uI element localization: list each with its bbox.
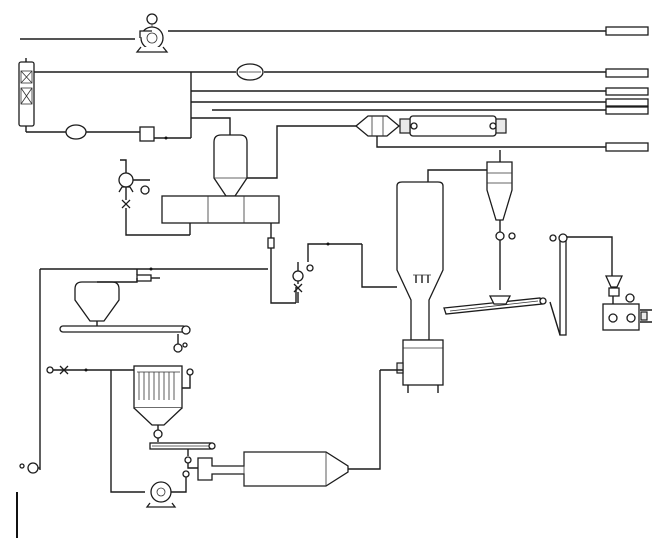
separator-vessel: [213, 125, 356, 197]
tank-outlet-line: [267, 223, 296, 304]
screw-conveyor-left: [149, 442, 216, 469]
outlet-lines: [34, 68, 649, 152]
belt-conveyor-left: [59, 325, 191, 353]
top-header-line: [20, 26, 649, 40]
packed-column: [18, 58, 35, 132]
cyclone: [427, 150, 516, 290]
bottom-fan: [145, 470, 190, 508]
left-feed-line: [39, 267, 268, 470]
screw-conveyor-right: [443, 295, 547, 315]
dryer-feed-pump: [292, 242, 362, 303]
dryer-lower-housing: [380, 339, 444, 393]
spray-dryer-tower: [295, 181, 444, 341]
feed-pump: [118, 159, 190, 236]
heat-exchanger-top: [236, 63, 264, 81]
three-compartment-tank: [161, 195, 280, 235]
column-pump-loop: [26, 124, 191, 142]
mixer-heater: [354, 115, 507, 148]
left-valve-cluster: [46, 365, 145, 493]
left-bottom-pump: [19, 462, 40, 474]
top-fan: [135, 13, 169, 53]
bag-filter: [133, 365, 194, 442]
feed-hopper: [74, 278, 138, 326]
rotary-drum: [197, 370, 381, 487]
bucket-elevator: [549, 233, 613, 336]
packaging-station: [602, 275, 652, 331]
